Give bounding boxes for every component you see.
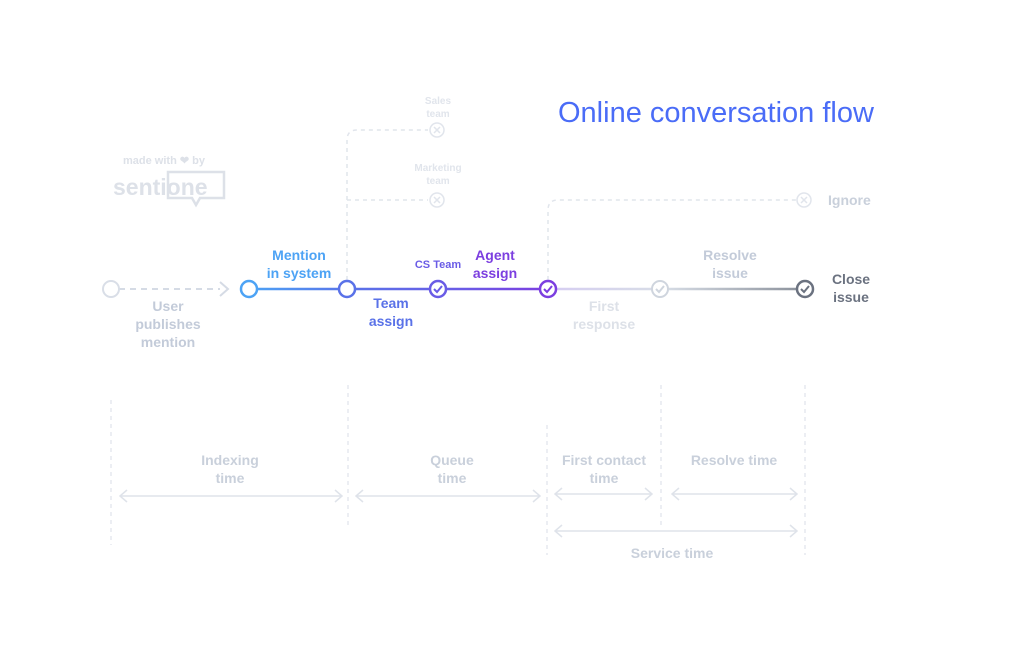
label-cs-team: CS Team [415, 259, 461, 271]
node-cs-team [428, 279, 448, 299]
node-agent-assign [538, 279, 558, 299]
arrow-icon [219, 281, 230, 297]
cross-icon [800, 196, 808, 204]
label-ignore: Ignore [828, 192, 871, 208]
check-icon [655, 285, 665, 294]
label-resolve-time: Resolve time [691, 452, 778, 468]
node-ignore [796, 192, 812, 208]
branch-lines [346, 129, 796, 280]
node-sales-team [429, 122, 445, 138]
time-separators [110, 385, 806, 555]
time-span-arrows [118, 487, 799, 538]
check-icon [800, 285, 810, 294]
cross-icon [433, 196, 441, 204]
node-close-issue [795, 279, 815, 299]
check-icon [543, 285, 553, 294]
node-marketing-team [429, 192, 445, 208]
node-mention-in-system [239, 279, 259, 299]
cross-icon [433, 126, 441, 134]
node-user-publishes [102, 280, 120, 298]
check-icon [433, 285, 443, 294]
node-team-assign [337, 279, 357, 299]
logo-bubble-icon [166, 170, 226, 208]
node-resolve-issue [651, 280, 669, 298]
brand-logo: made with ❤ by sentione [113, 155, 226, 208]
logo-text: sentione [113, 174, 208, 200]
diagram-title: Online conversation flow [558, 97, 875, 129]
label-service-time: Service time [631, 545, 714, 561]
made-with-label: made with ❤ by [123, 155, 206, 167]
